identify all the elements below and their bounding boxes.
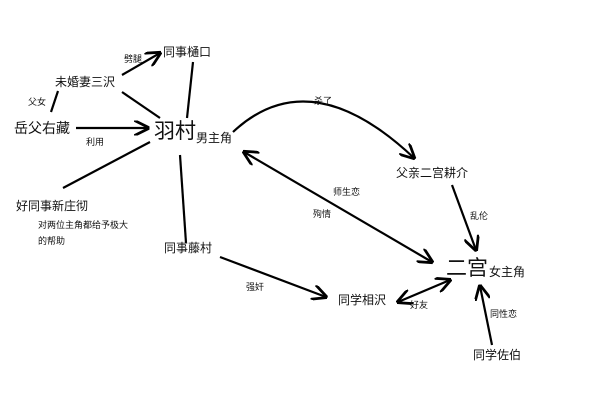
node-ninomiya-role: 女主角 [489,264,525,279]
node-ninomiya: 二宫 [446,256,488,280]
edge-higuchi-hamura [185,61,195,119]
node-shinjo: 好同事新庄彻 [16,198,88,213]
edge-hamura-kills-father [232,100,414,158]
edge-father-ninomiya [450,184,476,250]
node-fujimura: 同事藤村 [164,241,212,255]
node-father-ninomiya: 父亲二宫耕介 [396,165,468,180]
label-rape: 强奸 [246,281,264,293]
edge-misawa-higuchi [121,53,160,76]
edge-misawa-hamura [121,91,161,119]
label-killed: 杀了 [314,95,332,107]
node-father-in-law: 岳父右藏 [14,121,70,137]
node-misawa: 未婚妻三沢 [55,75,115,89]
edge-hamura-ninomiya [244,152,432,262]
shinjo-note-line2: 的帮助 [38,235,65,247]
edge-shinjo-hamura [62,141,151,189]
node-saeki: 同学佐伯 [473,347,521,362]
label-father-daughter: 父女 [28,96,46,108]
edge-aizawa-ninomiya [398,280,450,302]
shinjo-note-line1: 对两位主角都给予极大 [38,219,128,231]
label-teacher-student: 师生恋 [333,186,360,198]
node-higuchi: 同事樋口 [163,44,211,59]
node-hamura: 羽村 [154,119,196,143]
edge-fujimura-hamura [178,154,188,244]
label-incest: 乱伦 [470,210,488,222]
label-homosexual: 同性恋 [490,308,517,320]
label-use: 利用 [86,136,104,148]
label-friends: 好友 [410,299,428,311]
edge-father-daughter [49,90,60,113]
edge-fujimura-aizawa [219,255,326,297]
label-double-suicide: 殉情 [313,208,331,220]
label-cheating: 劈腿 [124,53,142,65]
node-aizawa: 同学相沢 [338,292,386,307]
edge-saeki-ninomiya [480,286,494,346]
node-hamura-role: 男主角 [196,131,232,145]
